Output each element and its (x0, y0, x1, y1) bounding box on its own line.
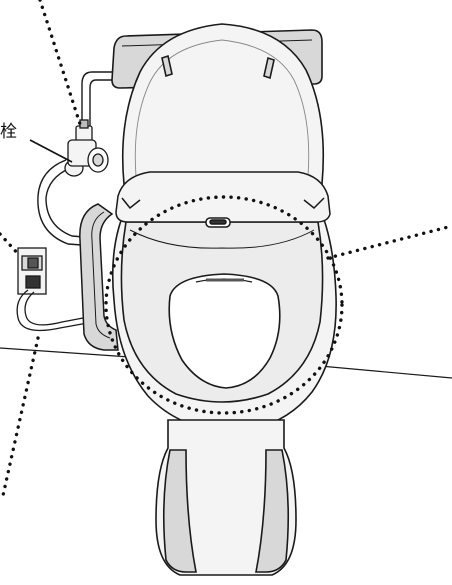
water-supply-pipe (37, 71, 112, 247)
leader-right (326, 224, 452, 260)
dotted-leader-lines (0, 0, 452, 502)
seat-hinge-cover (115, 171, 331, 228)
leader-cord (0, 336, 40, 502)
leader-valve (38, 0, 82, 126)
floor-lines (0, 347, 452, 379)
valve-callout-label: 栓 (0, 122, 17, 142)
side-control-panel (79, 203, 119, 351)
wall-outlet (17, 247, 47, 295)
callout-dotted-ring (104, 195, 344, 415)
power-cord (16, 289, 105, 332)
toilet-base (155, 419, 297, 576)
leader-outlet (0, 232, 22, 258)
label-leader-line (29, 139, 73, 163)
floor-line-right (319, 365, 452, 379)
lid-bumper-right (263, 56, 275, 80)
lid-bumper-left (161, 54, 173, 78)
floor-line-left (0, 347, 131, 358)
bowl-opening (168, 273, 281, 389)
shutoff-valve (64, 119, 109, 177)
